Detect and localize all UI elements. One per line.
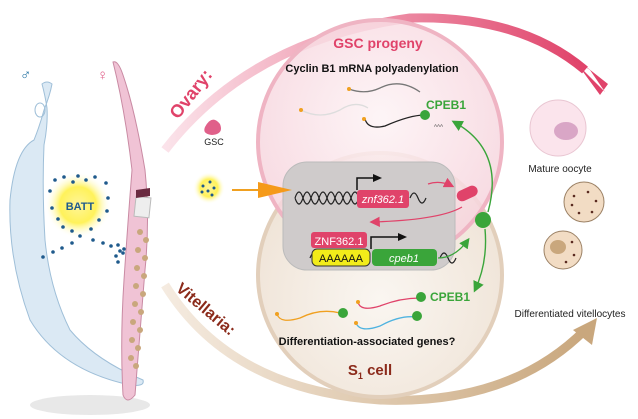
cpeb1-gene-label: cpeb1 — [389, 253, 419, 265]
female-symbol: ♀ — [97, 67, 108, 84]
male-symbol: ♂ — [20, 67, 31, 84]
diff-genes-title: Differentiation-associated genes? — [279, 336, 456, 348]
s1-cell-title: S1 cell — [348, 362, 392, 381]
znf-gene-label: znf362.1 — [361, 194, 404, 206]
vitellaria-arrowhead — [573, 318, 597, 345]
batt-dots — [41, 174, 126, 264]
cpeb1-label-top: CPEB1 — [426, 98, 466, 112]
mrna-top-1 — [348, 83, 421, 93]
vitellocyte-2-nucleus — [550, 240, 566, 254]
vitellocyte-1 — [563, 181, 605, 223]
batt-label: BATT — [66, 201, 95, 213]
batt-glow-small — [193, 172, 225, 204]
znf-protein-blob — [456, 185, 478, 202]
worm-shadow — [30, 395, 150, 415]
batt-glow — [45, 172, 111, 238]
gsc-cell — [204, 119, 221, 135]
polyA-label: AAAAAA — [319, 253, 364, 265]
mrna-bottom-3 — [355, 316, 417, 330]
oocyte-nucleus — [554, 122, 578, 140]
female-ovary-dark — [136, 188, 150, 198]
mrna-caps-top — [299, 87, 366, 121]
vitellocyte-1-granules — [570, 190, 598, 215]
ovary-arrowhead — [568, 54, 608, 95]
znf-gene-box — [357, 190, 409, 208]
cpeb1-gene-box — [372, 249, 437, 266]
female-ovary — [133, 195, 152, 219]
cpeb1-to-gsc-arrow — [451, 120, 493, 213]
promoter-arrowhead-top — [373, 174, 382, 182]
dna-helix-top — [294, 191, 427, 205]
polyA-box — [311, 248, 371, 267]
mature-oocyte-label: Mature oocyte — [528, 164, 592, 175]
female-worm — [112, 61, 148, 401]
translation-arrow — [427, 177, 455, 188]
cpeb1-to-s1-arrow — [473, 228, 487, 293]
gsc-label: GSC — [204, 137, 224, 147]
cpeb1-protein — [475, 212, 491, 228]
aaa-label-top: AAA — [434, 123, 443, 128]
mrna-caps-bottom — [275, 300, 360, 325]
male-worm-sucker — [34, 102, 46, 118]
znf-protein-label: ZNF362.1 — [315, 236, 364, 248]
vitellocyte-2-granules — [564, 240, 576, 264]
batt-dots-small — [200, 180, 216, 197]
mrna-bottom-1 — [357, 297, 421, 309]
nuclear-import-arrow — [369, 206, 463, 227]
female-vitellaria — [128, 229, 149, 369]
cpeb1-label-bottom: CPEB1 — [430, 290, 470, 304]
mrna-top-2 — [300, 103, 369, 116]
promoter-arrow-top — [356, 177, 375, 190]
vitellaria-arc-arrow — [161, 282, 589, 405]
ovary-label: Ovary: — [165, 65, 216, 122]
cyclin-title: Cyclin B1 mRNA polyadenylation — [285, 63, 458, 75]
cpeb1-bound-top — [420, 110, 430, 120]
cpeb1-translation-arrow — [437, 237, 470, 259]
promoter-arrow-bottom — [370, 236, 400, 249]
batt-arrowhead — [258, 182, 292, 198]
gsc-progeny-title: GSC progeny — [333, 35, 423, 51]
mrna-top-3 — [364, 114, 426, 128]
diff-vitellocytes-label: Differentiated vitellocytes — [515, 309, 626, 320]
mrna-bottom-2 — [276, 310, 341, 321]
znf-protein-box — [311, 232, 367, 248]
promoter-arrowhead-bottom — [398, 233, 407, 241]
cpeb1-bound-bottom — [338, 292, 426, 321]
